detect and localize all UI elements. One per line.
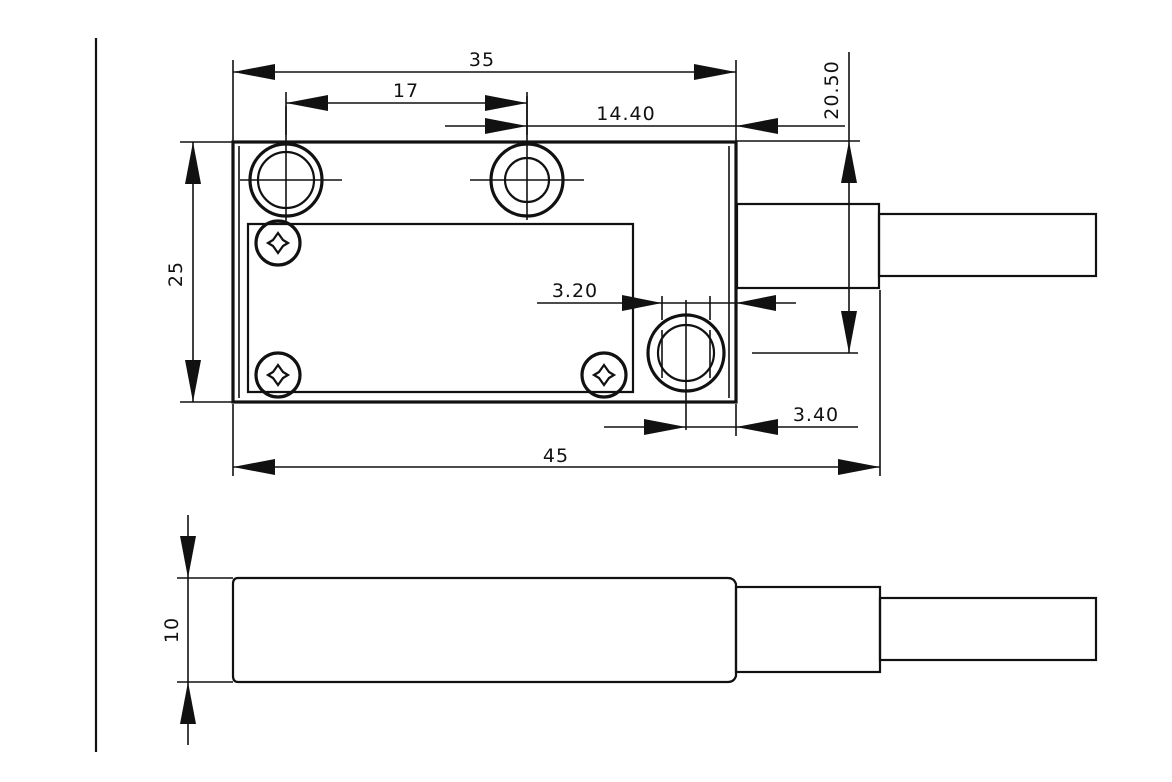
dimension-17-label: 17 (393, 80, 419, 102)
dimension-3-20-label: 3.20 (552, 280, 598, 302)
side-view-cable-end (878, 596, 1098, 662)
screw-bottom-left (254, 351, 302, 399)
dimension-14-40: 14.40 (445, 103, 845, 134)
mounting-hole-bottom-right (646, 300, 858, 430)
dimension-20-50: 20.50 (736, 52, 860, 353)
dimension-17: 17 (285, 80, 528, 135)
dimension-35: 35 (232, 49, 737, 142)
side-view-body (231, 576, 738, 684)
top-view (231, 96, 1098, 430)
dimension-14-40-label: 14.40 (596, 103, 655, 125)
dimension-3-40: 3.40 (604, 404, 858, 436)
side-view-sleeve (734, 585, 882, 674)
cable-top-view (735, 202, 1098, 290)
dimension-3-40-label: 3.40 (793, 404, 839, 426)
dimension-25-label: 25 (165, 261, 187, 287)
cable-end (877, 212, 1098, 278)
mounting-hole-left (240, 106, 342, 222)
dimension-45: 45 (232, 290, 881, 476)
dimension-10: 10 (161, 515, 233, 745)
dimension-45-label: 45 (543, 445, 569, 467)
dimension-3-20: 3.20 (537, 280, 796, 320)
side-view (231, 576, 1098, 684)
label-panel-outline (246, 222, 635, 394)
dimension-20-50-label: 20.50 (821, 60, 843, 119)
dimension-25: 25 (165, 141, 233, 403)
screw-bottom-right (580, 351, 628, 399)
dimension-10-label: 10 (161, 617, 183, 643)
screw-top-left (254, 219, 302, 267)
cable-sleeve (735, 202, 881, 290)
dimension-35-label: 35 (469, 49, 495, 71)
